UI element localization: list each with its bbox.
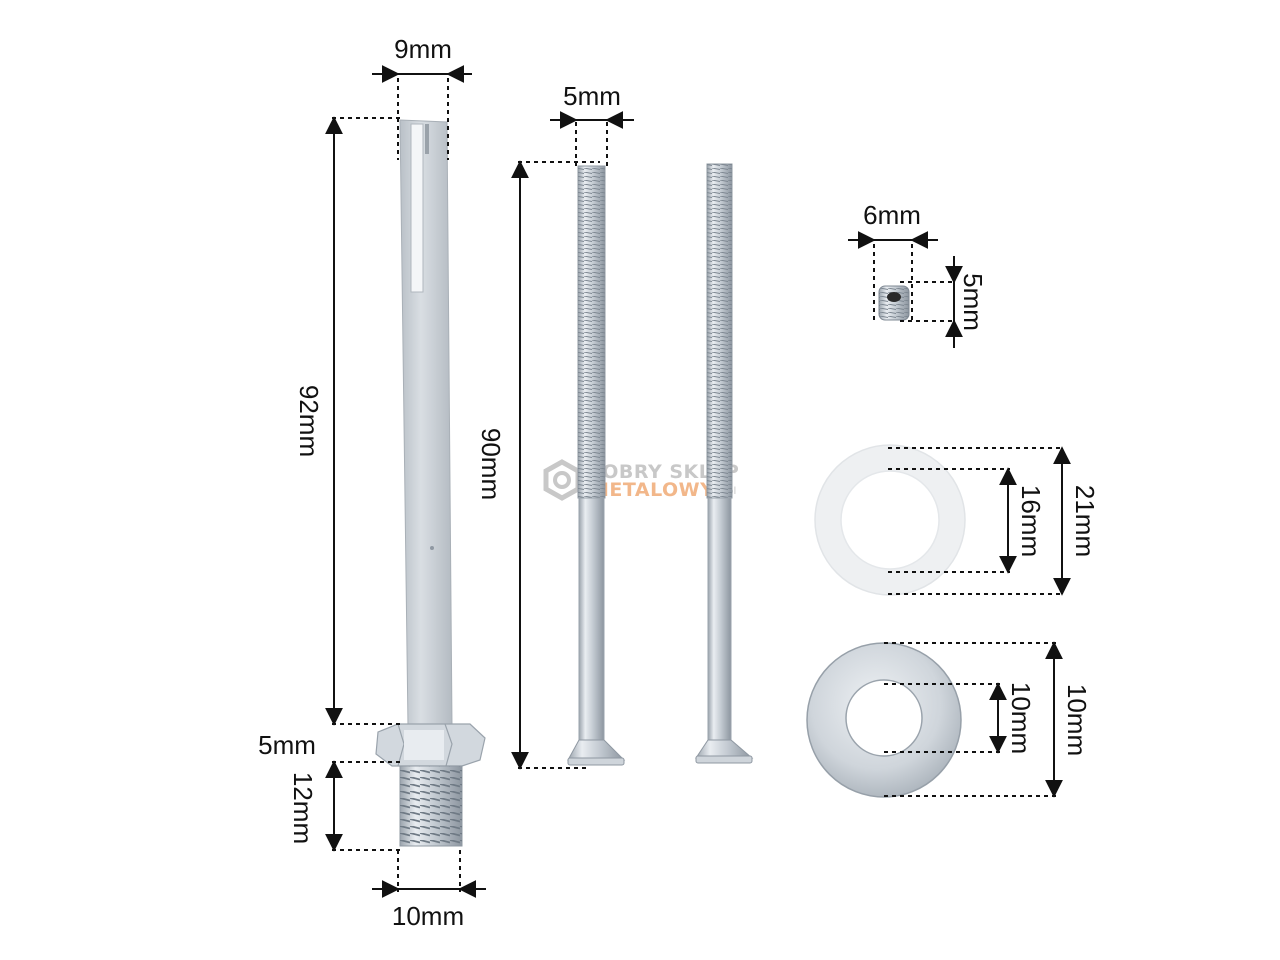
spindle-thread-width-label: 10mm (392, 901, 464, 931)
screw-1-head (567, 739, 626, 761)
spindle-thread-length-label: 12mm (288, 772, 318, 844)
spindle-slot (410, 123, 424, 293)
screw-2 (695, 163, 754, 764)
square-spindle (375, 119, 486, 847)
screw-1 (567, 165, 626, 766)
screw-2-shank (707, 497, 732, 744)
screw-1-shank (578, 497, 605, 744)
screw-length-label: 90mm (476, 428, 506, 500)
plastic-washer-inner-label: 16mm (1016, 485, 1046, 557)
metal-washer (806, 642, 962, 798)
spindle-length-label: 92mm (294, 385, 324, 457)
plastic-washer-outer-label: 21mm (1070, 485, 1100, 557)
grub-width-label: 6mm (863, 200, 921, 230)
hex-nut-hole (553, 471, 571, 489)
spindle-bar (399, 119, 453, 727)
spindle-width-label: 9mm (394, 34, 452, 64)
hex-nut-icon (543, 459, 581, 501)
watermark-line1: DOBRY SKLEP (586, 461, 739, 483)
grub-screw (878, 285, 910, 321)
screw-2-head (695, 739, 754, 759)
screw-diameter-label: 5mm (563, 81, 621, 111)
dimension-lines (325, 65, 1071, 898)
watermark-line2: METALOWY (590, 479, 714, 501)
metal-washer-outer-label: 10mm (1062, 684, 1092, 756)
grub-height-label: 5mm (958, 273, 988, 331)
watermark-logo: DOBRY SKLEP METALOWY .pl (543, 459, 739, 501)
spindle-collar-label: 5mm (258, 730, 316, 760)
metal-washer-inner-label: 10mm (1006, 682, 1036, 754)
